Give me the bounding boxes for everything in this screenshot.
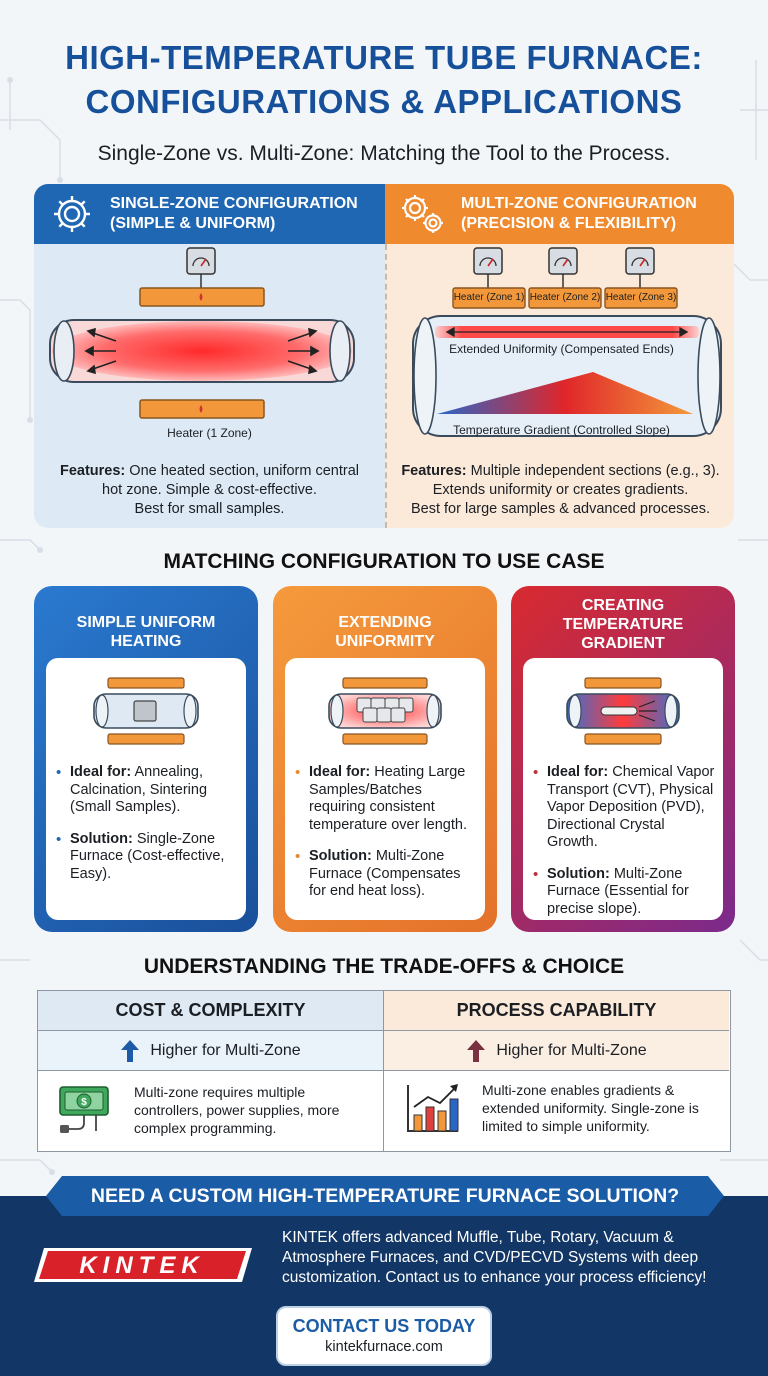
single-zone-subtitle: (SIMPLE & UNIFORM) bbox=[110, 215, 276, 232]
features-text: One heated section, uniform central bbox=[125, 463, 360, 479]
ideal-label: Ideal for: bbox=[70, 764, 132, 780]
multi-zone-diagram bbox=[412, 247, 722, 437]
single-zone-diagram bbox=[49, 247, 355, 419]
ideal-text: Chemical Vapor Transport (CVT), Physical… bbox=[547, 764, 715, 850]
card-title: EXTENDING UNIFORMITY bbox=[335, 614, 435, 650]
card-body: Ideal for: Heating Large Samples/Batches… bbox=[285, 658, 485, 920]
arrow-up-icon bbox=[467, 1039, 486, 1062]
zone-label: Heater (Zone 3) bbox=[605, 292, 677, 303]
features-text: Best for large samples & advanced proces… bbox=[410, 501, 710, 517]
zone-label: Heater (Zone 2) bbox=[529, 292, 601, 303]
single-heater-label: Heater (1 Zone) bbox=[167, 426, 252, 440]
tube-illustration bbox=[328, 677, 442, 745]
solution-text: Multi-Zone Furnace (Compensates for end … bbox=[309, 848, 461, 899]
footer-description: KINTEK offers advanced Muffle, Tube, Rot… bbox=[282, 1229, 707, 1286]
features-label: Features: bbox=[401, 463, 467, 479]
page-title: HIGH-TEMPERATURE TUBE FURNACE: CONFIGURA… bbox=[0, 36, 768, 124]
cta-banner: NEED A CUSTOM HIGH-TEMPERATURE FURNACE S… bbox=[46, 1176, 724, 1216]
single-zone-body: Heater (1 Zone) Features: One heated sec… bbox=[34, 244, 385, 528]
capability-description: Multi-zone enables gradients & extended … bbox=[482, 1082, 699, 1134]
use-case-heading: MATCHING CONFIGURATION TO USE CASE bbox=[163, 550, 605, 573]
features-text: Multiple independent sections (e.g., 3). bbox=[466, 463, 720, 479]
ideal-text: Annealing, Calcination, Sintering (Small… bbox=[70, 764, 208, 815]
title-line-2: CONFIGURATIONS & APPLICATIONS bbox=[85, 83, 683, 120]
multi-zone-body: Heater (Zone 1) Heater (Zone 2) Heater (… bbox=[385, 244, 734, 528]
multi-zone-features: Features: Multiple independent sections … bbox=[395, 462, 726, 519]
features-text: Extends uniformity or creates gradients. bbox=[432, 482, 689, 498]
svg-text:$: $ bbox=[81, 1097, 87, 1108]
ideal-label: Ideal for: bbox=[547, 764, 609, 780]
solution: Solution: Single-Zone Furnace (Cost-effe… bbox=[56, 831, 238, 884]
cost-level: Higher for Multi-Zone bbox=[38, 1031, 384, 1071]
card-body: Ideal for: Annealing, Calcination, Sinte… bbox=[46, 658, 246, 920]
solution-label: Solution: bbox=[309, 848, 372, 864]
tube-illustration bbox=[93, 677, 199, 745]
solution: Solution: Multi-Zone Furnace (Essential … bbox=[533, 866, 715, 919]
tradeoff-heading: UNDERSTANDING THE TRADE-OFFS & CHOICE bbox=[143, 955, 625, 978]
cost-description: Multi-zone requires multiple controllers… bbox=[134, 1084, 340, 1136]
features-text: hot zone. Simple & cost-effective. bbox=[102, 482, 317, 498]
solution-text: Single-Zone Furnace (Cost-effective, Eas… bbox=[70, 830, 225, 882]
ideal-label: Ideal for: bbox=[309, 764, 371, 780]
card-body: Ideal for: Chemical Vapor Transport (CVT… bbox=[523, 658, 723, 920]
solution-label: Solution: bbox=[70, 830, 133, 847]
ideal-text: Heating Large Samples/Batches requiring … bbox=[309, 764, 467, 833]
arrow-up-icon bbox=[121, 1039, 140, 1062]
use-case-card-extending: EXTENDING UNIFORMITY Ideal for: Heating … bbox=[273, 586, 497, 932]
card-title: SIMPLE UNIFORM HEATING bbox=[76, 614, 216, 650]
cost-description-cell: $ Multi-zone requires multiple controlle… bbox=[38, 1071, 384, 1151]
cost-header: COST & COMPLEXITY bbox=[38, 991, 384, 1031]
page-subtitle: Single-Zone vs. Multi-Zone: Matching the… bbox=[97, 142, 671, 165]
solution-label: Solution: bbox=[547, 865, 610, 882]
ideal-for: Ideal for: Heating Large Samples/Batches… bbox=[295, 764, 477, 834]
multi-zone-header: MULTI-ZONE CONFIGURATION (PRECISION & FL… bbox=[385, 184, 734, 244]
cost-level-text: Higher for Multi-Zone bbox=[150, 1041, 301, 1059]
bar-chart-up-icon bbox=[407, 1084, 459, 1132]
single-zone-features: Features: One heated section, uniform ce… bbox=[42, 462, 377, 519]
ideal-for: Ideal for: Annealing, Calcination, Sinte… bbox=[56, 764, 238, 817]
ideal-for: Ideal for: Chemical Vapor Transport (CVT… bbox=[533, 764, 715, 852]
card-title: CREATING TEMPERATURE GRADIENT bbox=[562, 596, 684, 652]
logo-text: KINTEK bbox=[79, 1252, 204, 1279]
capability-level: Higher for Multi-Zone bbox=[384, 1031, 729, 1071]
contact-button-label: CONTACT US TODAY bbox=[292, 1316, 476, 1336]
uniformity-label: Extended Uniformity (Compensated Ends) bbox=[449, 342, 674, 356]
multi-zone-title: MULTI-ZONE CONFIGURATION bbox=[461, 195, 697, 212]
single-zone-header: SINGLE-ZONE CONFIGURATION (SIMPLE & UNIF… bbox=[34, 184, 385, 244]
use-case-card-gradient: CREATING TEMPERATURE GRADIENT Ideal for:… bbox=[511, 586, 735, 932]
capability-level-text: Higher for Multi-Zone bbox=[496, 1041, 647, 1059]
tube-illustration bbox=[566, 677, 680, 745]
tradeoff-table: COST & COMPLEXITY PROCESS CAPABILITY Hig… bbox=[37, 990, 731, 1152]
use-case-card-uniform: SIMPLE UNIFORM HEATING Ideal for: Anneal… bbox=[34, 586, 258, 932]
features-label: Features: bbox=[59, 463, 126, 479]
gear-icon bbox=[34, 192, 110, 236]
solution: Solution: Multi-Zone Furnace (Compensate… bbox=[295, 848, 477, 901]
title-line-1: HIGH-TEMPERATURE TUBE FURNACE: bbox=[65, 39, 703, 76]
contact-button[interactable]: CONTACT US TODAY kintekfurnace.com bbox=[276, 1306, 492, 1366]
features-text: Best for small samples. bbox=[134, 501, 285, 517]
gears-icon bbox=[385, 192, 461, 236]
capability-header: PROCESS CAPABILITY bbox=[384, 991, 729, 1031]
configuration-panel: SINGLE-ZONE CONFIGURATION (SIMPLE & UNIF… bbox=[34, 184, 734, 528]
single-zone-title: SINGLE-ZONE CONFIGURATION bbox=[110, 195, 358, 212]
money-plug-icon: $ bbox=[59, 1086, 109, 1133]
multi-zone-subtitle: (PRECISION & FLEXIBILITY) bbox=[461, 215, 677, 232]
contact-url[interactable]: kintekfurnace.com bbox=[325, 1339, 443, 1355]
kintek-logo: KINTEK bbox=[34, 1248, 252, 1282]
capability-description-cell: Multi-zone enables gradients & extended … bbox=[384, 1071, 729, 1151]
zone-label: Heater (Zone 1) bbox=[453, 292, 525, 303]
solution-text: Multi-Zone Furnace (Essential for precis… bbox=[547, 865, 689, 917]
gradient-label: Temperature Gradient (Controlled Slope) bbox=[453, 423, 670, 437]
